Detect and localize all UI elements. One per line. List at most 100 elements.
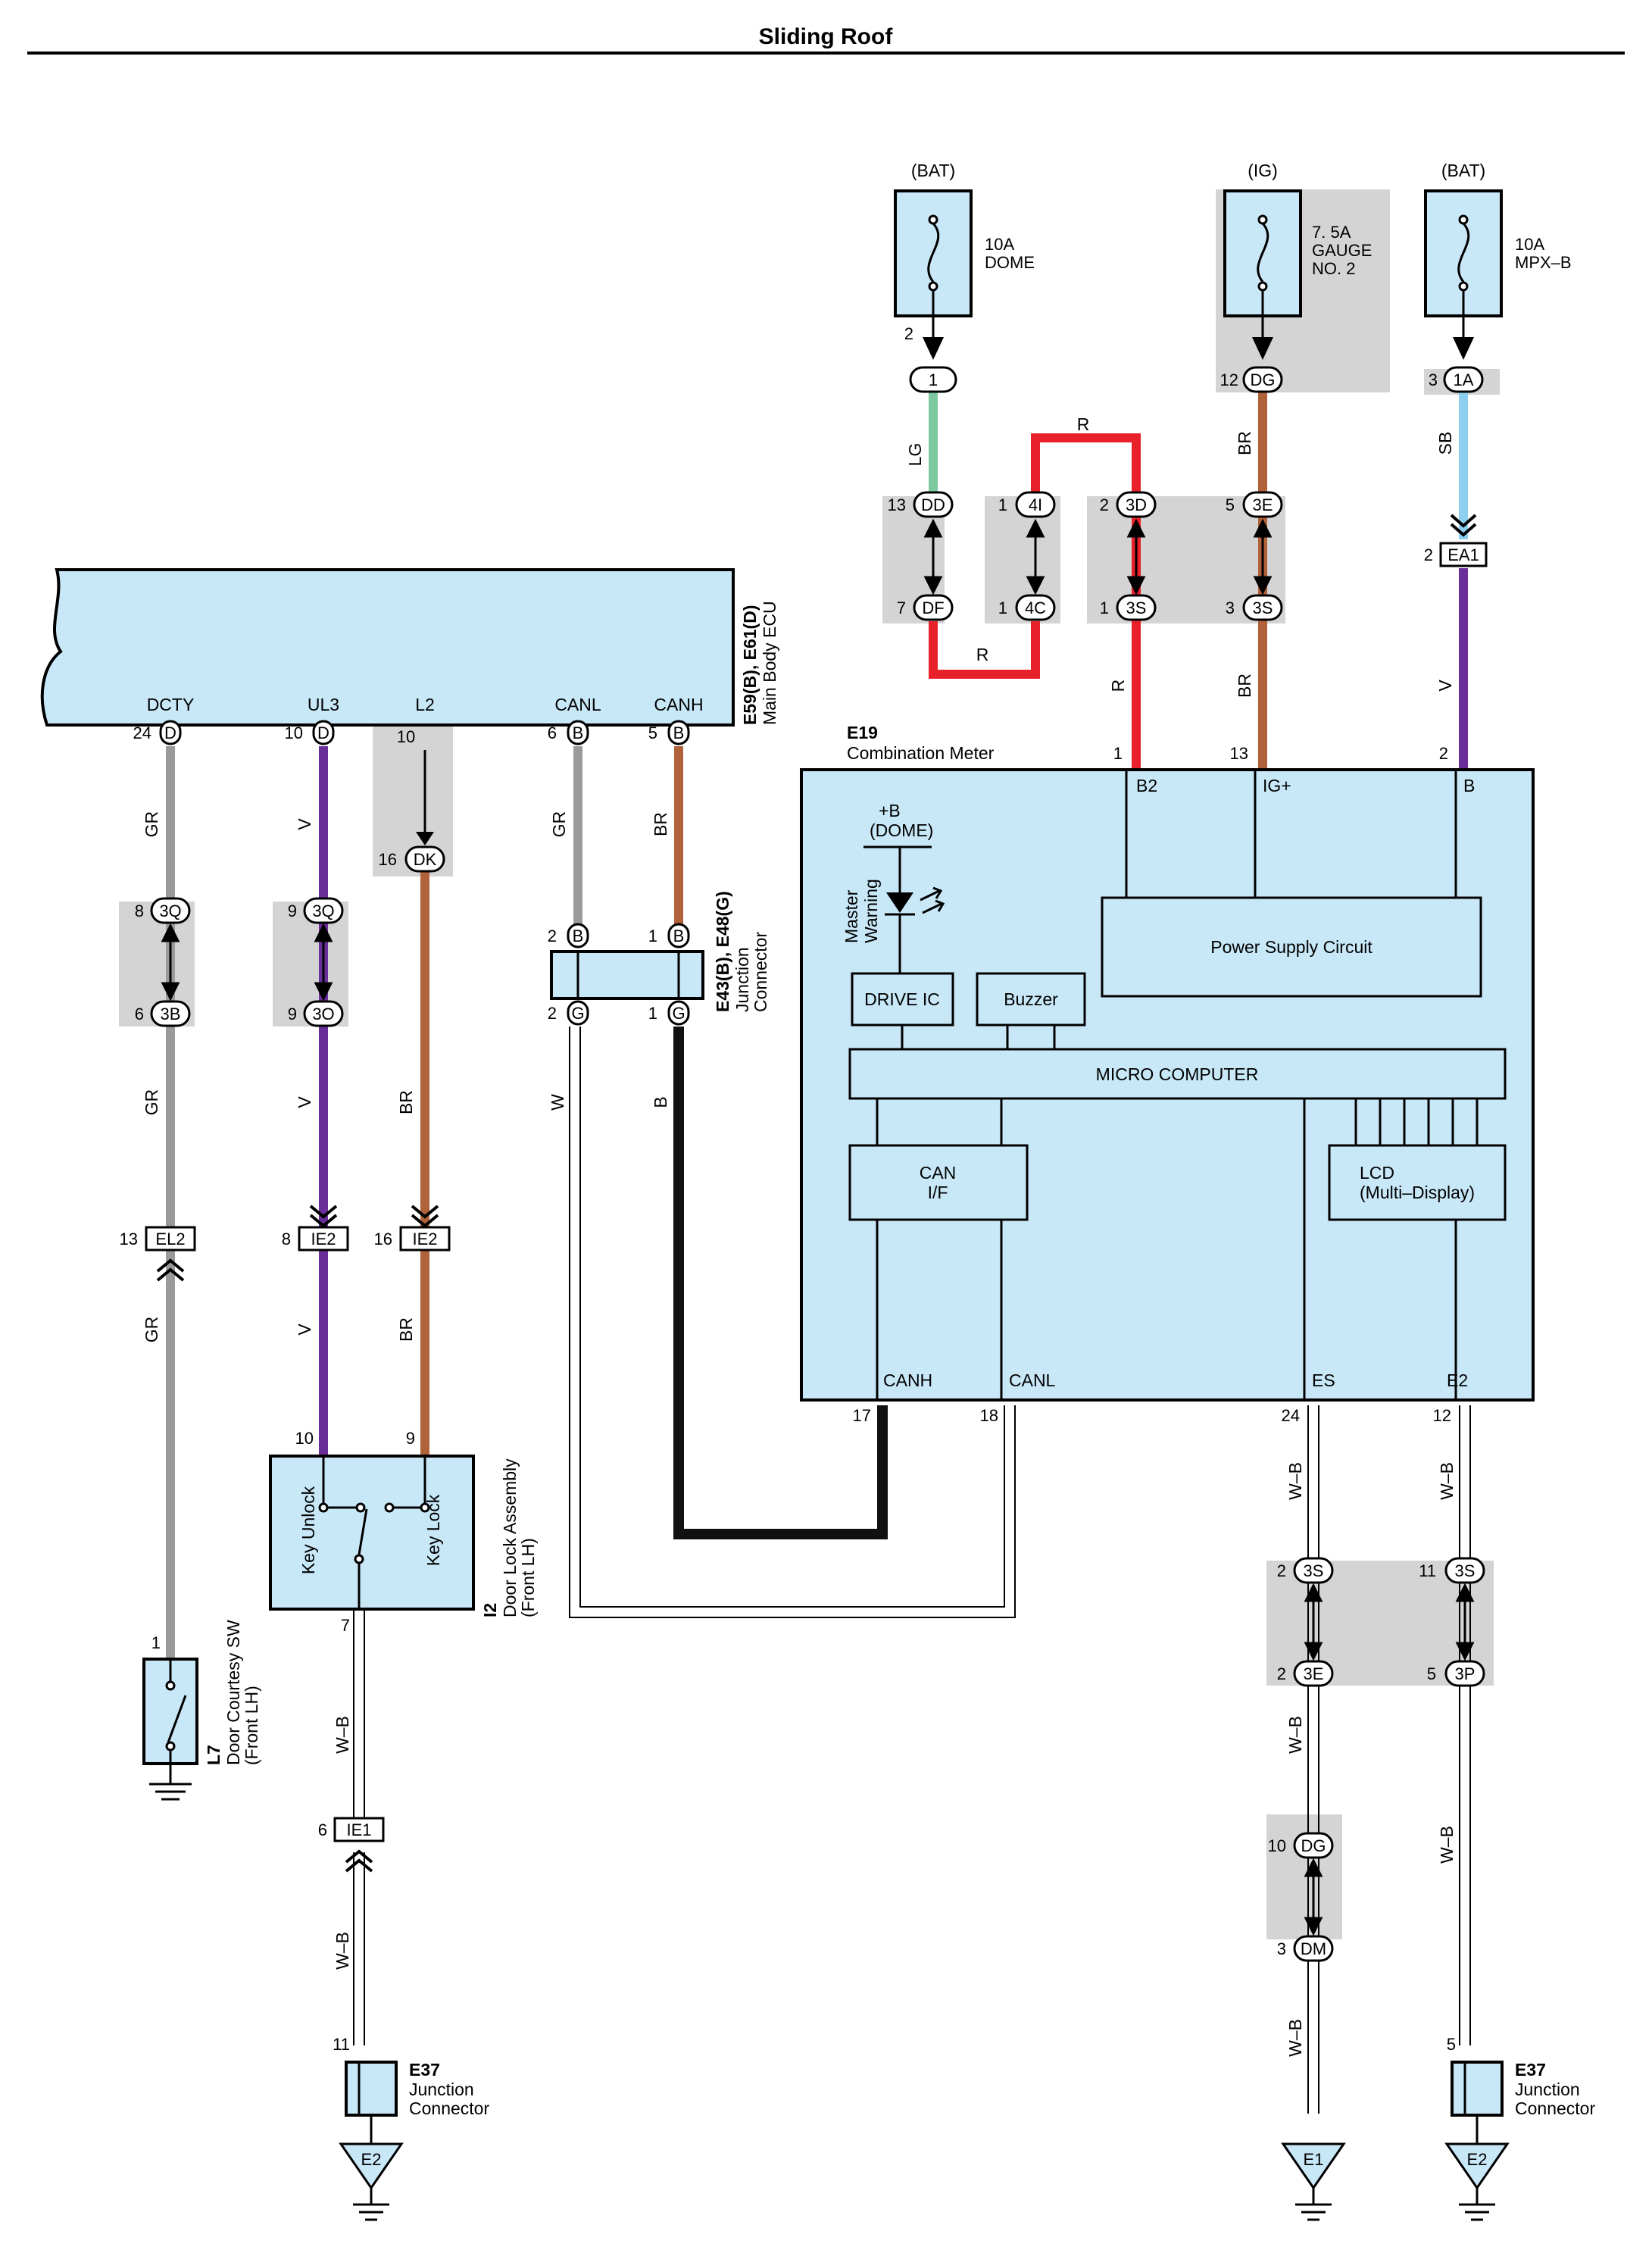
e37-left-line1: Junction bbox=[409, 2080, 474, 2099]
conn-3p: 3P bbox=[1455, 1664, 1476, 1683]
lock-key-unlock: Key Unlock bbox=[298, 1486, 318, 1574]
lock-key-lock: Key Lock bbox=[423, 1494, 443, 1566]
wire-label-r-top: R bbox=[1077, 414, 1090, 434]
wire-label-wb-5: W–B bbox=[1285, 2019, 1305, 2057]
pin-4i: 1 bbox=[998, 495, 1007, 514]
pin-ecu-l2: 10 bbox=[397, 727, 415, 746]
pin-meter-e2: 12 bbox=[1433, 1406, 1451, 1425]
conn-4i: 4I bbox=[1029, 495, 1042, 514]
ecu-terminal-canh: CANH bbox=[654, 695, 703, 714]
e37-junction-right: 5 E37 Junction Connector bbox=[1447, 2035, 1595, 2144]
pin-3s-c: 2 bbox=[1277, 1561, 1286, 1580]
meter-can-line2: I/F bbox=[928, 1183, 948, 1202]
door-courtesy-switch: 1 L7 Door Courtesy SW (Front LH) bbox=[142, 1620, 261, 1801]
wire-r-loop-bottom bbox=[929, 621, 1040, 679]
pin-ecu-canh: 5 bbox=[648, 723, 657, 742]
e37-right-line2: Connector bbox=[1515, 2098, 1595, 2118]
wire-label-r-vertical: R bbox=[1108, 680, 1128, 692]
meter-name: Combination Meter bbox=[847, 743, 995, 763]
pin-df: 7 bbox=[897, 598, 906, 617]
wire-label-br-canh: BR bbox=[651, 812, 670, 836]
conn-ecu-canl: B bbox=[573, 723, 584, 742]
meter-input-b: B bbox=[1463, 776, 1475, 795]
pin-e37-right: 5 bbox=[1447, 2035, 1456, 2054]
conn-el2: EL2 bbox=[155, 1230, 185, 1248]
pin-lock-9: 9 bbox=[406, 1429, 415, 1448]
courtesy-code: L7 bbox=[204, 1745, 223, 1765]
pin-3e-bottom: 2 bbox=[1277, 1664, 1286, 1683]
fuse-dome-source: (BAT) bbox=[911, 161, 955, 180]
conn-dg-bottom: DG bbox=[1301, 1836, 1326, 1855]
meter-output-e2: E2 bbox=[1447, 1370, 1468, 1390]
conn-ecu-dcty: D bbox=[164, 723, 176, 742]
pin-jc-g-canh: 1 bbox=[648, 1004, 657, 1023]
conn-3s-c: 3S bbox=[1304, 1561, 1324, 1580]
pin-dk: 16 bbox=[379, 850, 397, 869]
meter-drive-ic: DRIVE IC bbox=[864, 989, 940, 1009]
pin-3b: 6 bbox=[135, 1005, 144, 1023]
conn-dg-fuse: DG bbox=[1251, 370, 1276, 389]
wire-b-can bbox=[673, 1027, 888, 1539]
wire-label-br-l2-2: BR bbox=[396, 1317, 416, 1342]
e37-left-code: E37 bbox=[409, 2060, 440, 2080]
wire-label-br-l2-1: BR bbox=[396, 1090, 416, 1114]
combination-meter: E19 Combination Meter 1 13 2 B2 IG+ B Po… bbox=[800, 723, 1535, 1425]
wire-label-gr-canl: GR bbox=[549, 811, 569, 838]
pin-el2: 13 bbox=[120, 1230, 138, 1248]
pin-ie1: 6 bbox=[318, 1820, 327, 1839]
meter-buzzer: Buzzer bbox=[1004, 989, 1058, 1009]
conn-jc-b-canh: B bbox=[673, 927, 685, 945]
conn-3s-b: 3S bbox=[1253, 598, 1273, 617]
e37-right-line1: Junction bbox=[1515, 2080, 1580, 2099]
wire-label-b: B bbox=[651, 1096, 670, 1108]
ground-e2-left-label: E2 bbox=[361, 2150, 382, 2169]
meter-can-line1: CAN bbox=[920, 1163, 957, 1183]
pin-dd: 13 bbox=[888, 495, 906, 514]
switch-icon bbox=[358, 1508, 368, 1555]
meter-dome-line1: +B bbox=[879, 801, 901, 820]
wire-label-gr-3: GR bbox=[142, 1317, 161, 1343]
fuse-gauge-source: (IG) bbox=[1248, 161, 1278, 180]
wire-label-wb-1: W–B bbox=[333, 1716, 352, 1754]
pin-3p: 5 bbox=[1427, 1664, 1436, 1683]
conn-3e-top: 3E bbox=[1253, 495, 1273, 514]
conn-ie2-a: IE2 bbox=[311, 1230, 336, 1248]
wire-w-outer bbox=[569, 1027, 1016, 1618]
pin-3s-a: 1 bbox=[1100, 598, 1109, 617]
main-body-ecu: E59(B), E61(D) Main Body ECU DCTY UL3 L2… bbox=[40, 568, 779, 727]
ground-icon bbox=[1281, 2142, 1346, 2190]
conn-ecu-canh: B bbox=[673, 723, 685, 742]
pin-jc-g-canl: 2 bbox=[548, 1004, 557, 1023]
wire-label-group: LG R R R BR BR SB V GR GR GR V V V BR BR… bbox=[142, 414, 1457, 2057]
door-lock-assembly: 10 9 Key Unlock Key Lock I2 Door Lock As… bbox=[269, 1429, 538, 1635]
conn-ie2-b: IE2 bbox=[412, 1230, 437, 1248]
jc-can-code: E43(B), E48(G) bbox=[713, 891, 732, 1012]
pin-3s-b: 3 bbox=[1226, 598, 1235, 617]
ground-e2-left: E2 bbox=[339, 2142, 404, 2221]
courtesy-line2: (Front LH) bbox=[242, 1686, 261, 1765]
ground-e1: E1 bbox=[1281, 2142, 1346, 2221]
lock-code: I2 bbox=[480, 1603, 500, 1617]
pin-ie2-b: 16 bbox=[374, 1230, 392, 1248]
fuse-gauge-rating: 7. 5A bbox=[1312, 223, 1351, 242]
fuse-mpx-name: MPX–B bbox=[1515, 253, 1572, 272]
meter-output-canl: CANL bbox=[1009, 1370, 1056, 1390]
meter-dome-line2: (DOME) bbox=[870, 820, 933, 840]
meter-input-b2: B2 bbox=[1136, 776, 1157, 795]
conn-ecu-ul3: D bbox=[317, 723, 329, 742]
wire-label-wb-6: W–B bbox=[1437, 1462, 1457, 1500]
fuse-dome: (BAT) 10A DOME bbox=[894, 161, 1035, 360]
wire-label-sb: SB bbox=[1435, 432, 1455, 455]
ground-icon bbox=[339, 2142, 404, 2190]
pin-4c: 1 bbox=[998, 598, 1007, 617]
fuse-mpx: (BAT) 10A MPX–B bbox=[1424, 161, 1572, 360]
wire-label-v-2: V bbox=[295, 1096, 314, 1108]
jc-can-line1: Junction bbox=[732, 947, 752, 1012]
ecu-code: E59(B), E61(D) bbox=[740, 605, 760, 725]
wire-label-v-meter: V bbox=[1435, 680, 1455, 692]
light-ray-icon bbox=[920, 886, 943, 902]
pin-3q-a: 8 bbox=[135, 902, 144, 920]
ecu-name: Main Body ECU bbox=[760, 601, 779, 725]
meter-input-ig: IG+ bbox=[1263, 776, 1291, 795]
pin-3s-d: 11 bbox=[1419, 1561, 1436, 1580]
